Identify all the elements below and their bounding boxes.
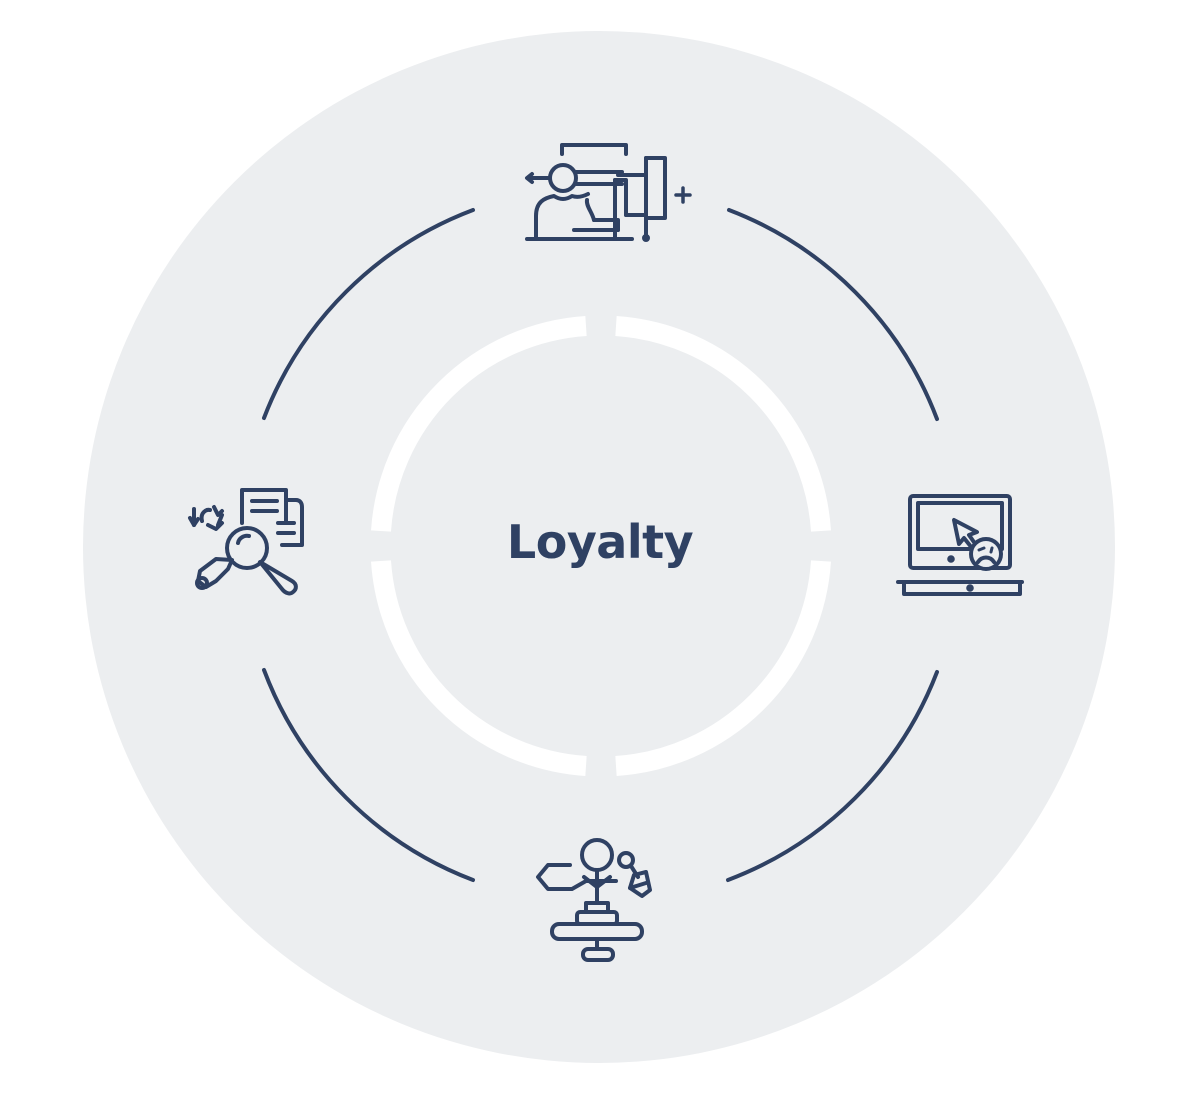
- center-label: Loyalty: [506, 515, 694, 569]
- arc-top-right: [727, 208, 939, 421]
- document-research-magnifier-icon: [188, 488, 304, 596]
- laptop-frustrated-user-icon: [896, 494, 1024, 596]
- arc-bottom-left: [262, 668, 475, 882]
- arc-left-top: [262, 208, 475, 420]
- customer-service-agent-icon: [525, 143, 692, 242]
- product-strategy-balance-icon: [536, 838, 652, 962]
- arc-right-bottom: [726, 670, 939, 882]
- inner-ring: [371, 316, 831, 776]
- connector-arcs: [262, 208, 939, 882]
